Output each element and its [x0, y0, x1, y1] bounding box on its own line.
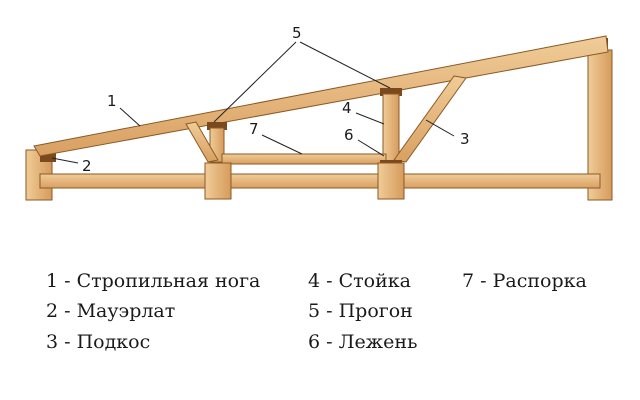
callout-7: 7 [249, 120, 259, 138]
callout-5: 5 [292, 24, 302, 42]
leader-lines [51, 41, 455, 164]
callout-2: 2 [82, 157, 92, 175]
leader-1 [119, 107, 141, 127]
leader-5a [213, 41, 297, 123]
support-block-right [377, 162, 405, 200]
floor-beam [39, 173, 601, 189]
leader-6 [357, 139, 385, 157]
brace-left [185, 121, 219, 163]
leader-4 [355, 112, 385, 125]
post-right [382, 93, 400, 163]
spacer [221, 153, 387, 165]
leader-3 [425, 119, 455, 137]
leader-7 [261, 134, 303, 155]
callout-1: 1 [107, 92, 117, 110]
callout-4: 4 [342, 99, 352, 117]
callout-6: 6 [344, 126, 354, 144]
callout-3: 3 [460, 130, 470, 148]
strut-right [393, 75, 467, 163]
leader-2 [51, 157, 79, 164]
support-block-left [204, 162, 232, 200]
purlin-left [207, 122, 227, 130]
rafter [33, 35, 609, 157]
leader-5b [299, 41, 391, 89]
purlin-right [380, 88, 402, 96]
